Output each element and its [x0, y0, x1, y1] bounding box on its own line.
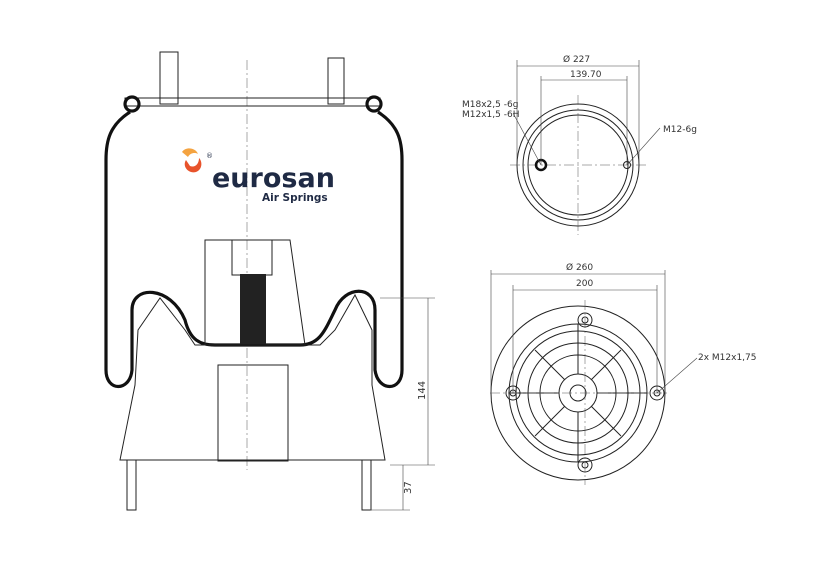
piston-cavity: [217, 364, 289, 462]
registered-mark: ®: [206, 152, 213, 160]
top-stud-left: [159, 51, 179, 105]
top-stud-right: [327, 57, 345, 105]
piston: [119, 293, 386, 461]
top-plate: [124, 97, 381, 107]
dim-227: Ø 227: [563, 54, 590, 65]
side-view: 144 37: [104, 51, 435, 511]
dim-260: Ø 260: [566, 262, 593, 273]
logo-tagline: Air Springs: [262, 192, 328, 204]
logo-mark-icon: [182, 148, 202, 173]
bottom-view: Ø 260 200 2x M12x1,75: [490, 262, 757, 485]
insert-nut: [240, 274, 266, 344]
dim-144: 144: [417, 381, 428, 400]
crimp-left: [123, 95, 141, 113]
dim-200: 200: [576, 279, 593, 289]
callout-m18: M18x2,5 -6g: [462, 100, 518, 110]
bottom-stud-left: [126, 459, 137, 511]
crimp-right: [365, 95, 383, 113]
eurosan-logo: ® eurosan Air Springs: [182, 148, 335, 204]
callout-m12-6g: M12-6g: [663, 125, 697, 135]
dim-37: 37: [403, 481, 414, 494]
bottom-stud-right: [361, 459, 372, 511]
bumper-bore: [231, 239, 273, 276]
top-view: Ø 227 139.70 M18x2,5 -6g M12x1,5 -6H M12…: [462, 54, 697, 235]
callout-m12-6h: M12x1,5 -6H: [462, 110, 519, 120]
callout-2x-m12: 2x M12x1,75: [698, 353, 757, 363]
dim-139-70: 139.70: [570, 70, 602, 80]
logo-brand: eurosan: [212, 163, 335, 194]
